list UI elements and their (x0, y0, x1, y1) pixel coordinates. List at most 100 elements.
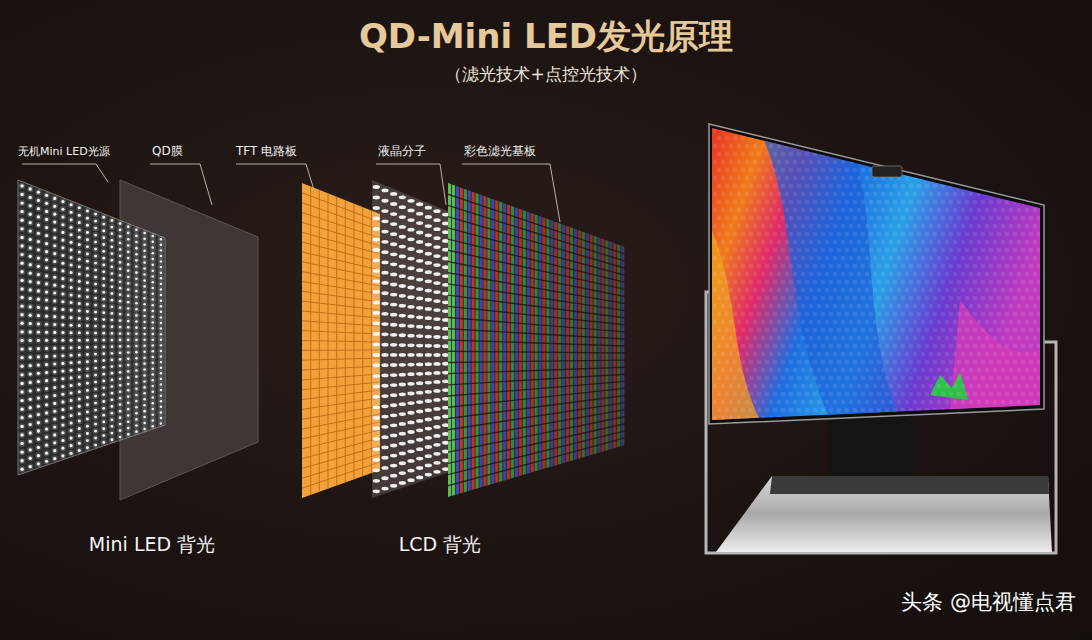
screen-texture (781, 376, 785, 380)
lc-molecule (433, 254, 440, 258)
led-dot (53, 252, 56, 255)
screen-texture (781, 280, 785, 284)
led-dot (94, 409, 97, 412)
led-glow (60, 260, 66, 266)
screen-texture (737, 128, 741, 132)
led-dot (127, 295, 130, 298)
lc-molecule (416, 202, 423, 206)
led-glow (19, 432, 25, 438)
screen-texture (773, 360, 777, 364)
lc-molecule (399, 235, 406, 239)
led-dot (102, 339, 105, 342)
led-glow (43, 369, 49, 375)
screen-texture (789, 200, 793, 204)
screen-texture (789, 312, 793, 316)
led-glow (52, 408, 58, 414)
led-dot (61, 331, 64, 334)
led-glow (133, 245, 139, 251)
led-glow (68, 209, 74, 215)
led-glow (27, 211, 33, 217)
lc-molecule (381, 230, 388, 234)
led-dot (78, 383, 81, 386)
led-glow (133, 373, 139, 379)
led-dot (53, 307, 56, 310)
led-dot (53, 378, 56, 381)
screen-texture (713, 320, 717, 324)
screen-texture (721, 256, 725, 260)
screen-texture (729, 336, 733, 340)
screen-texture (761, 288, 765, 292)
screen-texture (717, 296, 721, 300)
led-dot (45, 331, 48, 334)
screen-texture (785, 128, 789, 132)
led-glow (133, 361, 139, 367)
led-dot (45, 419, 48, 422)
led-glow (125, 230, 131, 236)
led-dot (102, 386, 105, 389)
led-dot (119, 345, 122, 348)
lc-molecule (425, 335, 432, 339)
led-glow (60, 453, 66, 459)
screen-texture (785, 400, 789, 404)
led-glow (101, 269, 107, 275)
led-glow (43, 289, 49, 295)
led-glow (60, 360, 66, 366)
led-glow (35, 238, 41, 244)
led-glow (84, 344, 90, 350)
led-dot (111, 312, 114, 315)
lc-molecule (390, 202, 397, 206)
screen-texture (773, 408, 777, 412)
led-glow (84, 337, 90, 343)
screen-texture (773, 312, 777, 316)
led-dot (53, 260, 56, 263)
led-glow (150, 423, 156, 429)
led-dot (143, 303, 146, 306)
led-dot (86, 410, 89, 413)
lc-molecule (390, 363, 397, 367)
led-glow (101, 357, 107, 363)
led-glow (117, 220, 123, 226)
led-glow (150, 302, 156, 308)
led-glow (76, 249, 82, 255)
tv-base (716, 476, 1052, 552)
led-glow (158, 415, 164, 421)
lc-molecule (381, 261, 388, 265)
led-glow (43, 377, 49, 383)
led-glow (133, 392, 139, 398)
led-glow (117, 376, 123, 382)
led-dot (119, 229, 122, 232)
lc-molecule (373, 248, 380, 252)
screen-texture (729, 400, 733, 404)
lc-molecule (381, 343, 388, 347)
led-dot (135, 253, 138, 256)
cf-grid (448, 431, 625, 475)
led-dot (143, 350, 146, 353)
led-dot (111, 239, 114, 242)
led-glow (27, 346, 33, 352)
led-dot (86, 353, 89, 356)
led-glow (76, 212, 82, 218)
screen-texture (717, 168, 721, 172)
led-dot (143, 238, 146, 241)
lc-molecule (373, 227, 380, 231)
led-glow (84, 351, 90, 357)
screen-texture (749, 280, 753, 284)
led-glow (19, 243, 25, 249)
led-dot (20, 236, 23, 239)
led-dot (94, 353, 97, 356)
led-glow (27, 194, 33, 200)
led-glow (133, 312, 139, 318)
tft-grid (302, 242, 380, 262)
led-glow (52, 227, 58, 233)
led-dot (143, 249, 146, 252)
lc-molecule (433, 326, 440, 330)
led-dot (111, 352, 114, 355)
lc-molecule (425, 427, 432, 431)
led-glow (27, 463, 33, 469)
led-dot (61, 431, 64, 434)
led-dot (143, 392, 146, 395)
led-glow (27, 421, 33, 427)
led-dot (143, 345, 146, 348)
led-glow (84, 208, 90, 214)
screen-texture (729, 144, 733, 148)
